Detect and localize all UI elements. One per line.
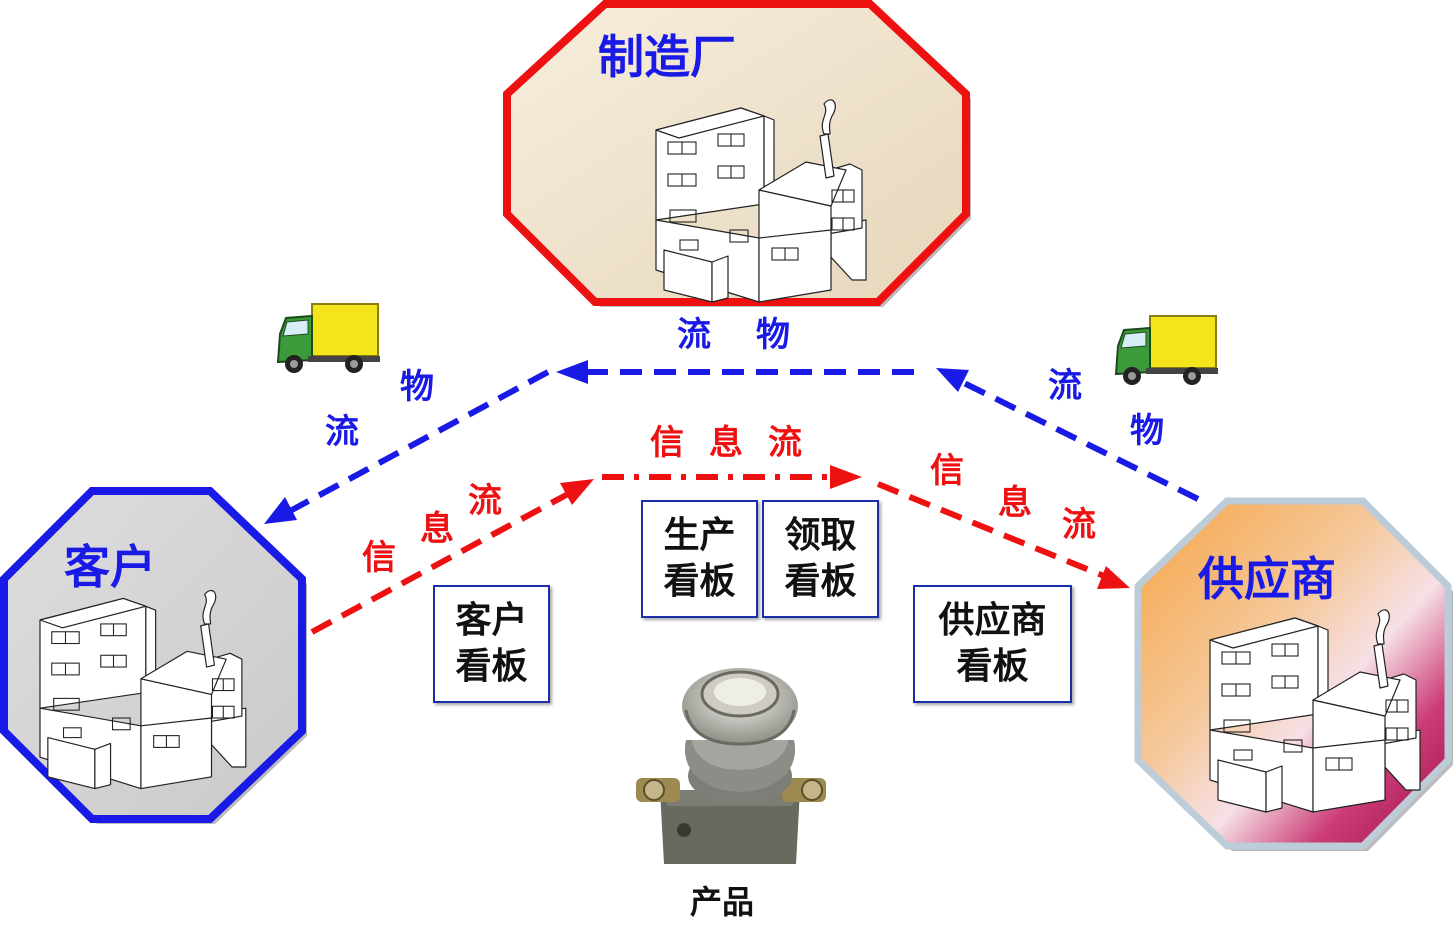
customer-kanban-card: 客户 看板 [433,585,550,703]
kanban-line: 领取 [784,515,857,556]
production-kanban-card: 生产 看板 [641,500,758,618]
info-left-char-3: 流 [468,481,502,521]
logistics-left-char-2: 流 [325,412,359,452]
logistics-right-char-2: 物 [1130,411,1164,451]
kanban-line: 看板 [956,646,1029,687]
logistics-right-char-1: 流 [1048,366,1082,406]
manufacturer-label: 制造厂 [598,30,736,84]
info-arrow-right [876,481,1106,579]
kanban-line: 供应商 [938,600,1047,641]
logistics-arrow-left [288,369,550,514]
info-center-char-1: 信 [650,423,684,463]
info-center-char-2: 息 [709,423,743,463]
supplier-label: 供应商 [1198,552,1336,606]
logistics-left-char-1: 物 [400,367,434,407]
supplier-kanban-card: 供应商 看板 [913,585,1072,703]
information-flow-arrows [310,474,1106,635]
kanban-line: 看板 [663,561,736,602]
logistics-top-char-2: 物 [756,315,790,355]
info-arrow-left [310,491,570,635]
info-left-char-2: 息 [420,509,454,549]
kanban-line: 看板 [455,646,528,687]
truck-icon [1115,315,1219,386]
truck-icon [277,303,381,374]
logistics-top-char-1: 流 [677,315,711,355]
info-left-char-1: 信 [362,538,396,578]
logistics-arrow-right [960,379,1200,502]
product-photo [636,668,826,864]
info-right-char-1: 信 [930,451,964,491]
withdrawal-kanban-card: 领取 看板 [762,500,879,618]
info-right-char-3: 流 [1062,505,1096,545]
information-arrowheads [560,465,1130,589]
logistics-arrowheads [264,360,969,524]
customer-label: 客户 [64,540,156,594]
info-center-char-3: 流 [768,423,802,463]
logistics-flow-arrows [288,369,1200,514]
info-right-char-2: 息 [998,483,1032,523]
kanban-line: 客户 [455,600,528,641]
product-label: 产品 [690,883,755,921]
kanban-line: 生产 [663,515,736,556]
kanban-line: 看板 [784,561,857,602]
